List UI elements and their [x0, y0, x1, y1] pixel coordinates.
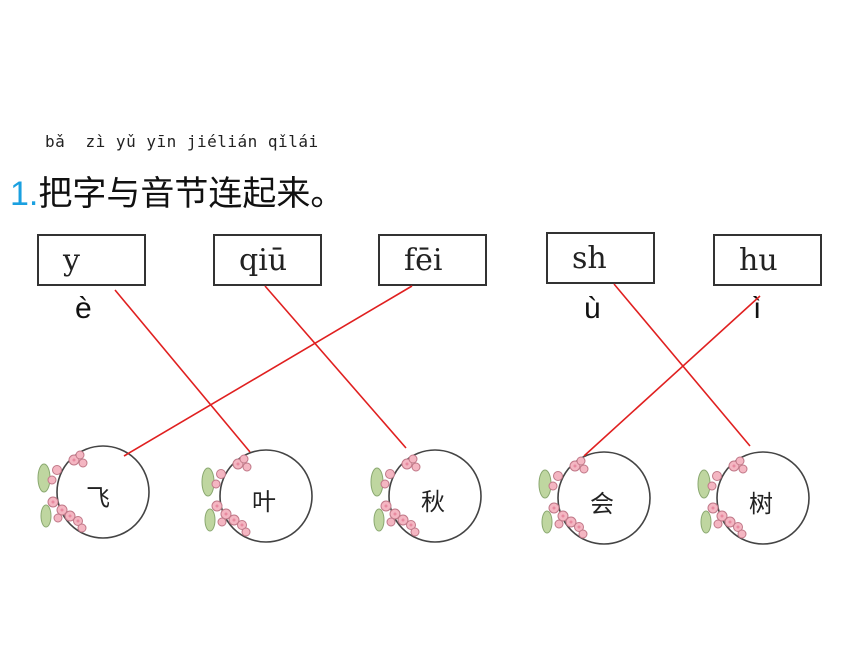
- syllable-initial: qiū: [239, 242, 288, 278]
- answer-line-ye-ye: [114, 289, 251, 453]
- character-5[interactable]: 树: [749, 490, 773, 518]
- answer-line-fei-fei: [123, 285, 413, 457]
- answer-line-hui-hui: [583, 295, 761, 457]
- syllable-final-5: ì: [753, 292, 762, 325]
- wreath-4: [538, 451, 651, 545]
- pinyin-annotation: bǎ zì yǔ yīn jiélián qǐlái: [45, 132, 319, 151]
- syllable-box-4[interactable]: sh: [546, 232, 655, 284]
- syllable-initial: y: [63, 242, 80, 278]
- character-3[interactable]: 秋: [421, 488, 445, 516]
- question-number: 1.: [10, 175, 39, 213]
- syllable-box-3[interactable]: fēi: [378, 234, 487, 286]
- question-text: 把字与音节连起来。: [38, 174, 345, 214]
- answer-line-shu-shu: [613, 283, 751, 447]
- wreath-2: [201, 449, 313, 543]
- answer-line-qiu-qiu: [264, 285, 407, 449]
- syllable-box-5[interactable]: hu: [713, 234, 822, 286]
- answer-lines: [114, 283, 761, 457]
- syllable-initial: hu: [739, 242, 778, 278]
- wreath-5: [697, 451, 810, 545]
- question-title: 1.把字与音节连起来。: [10, 166, 344, 215]
- syllable-box-1[interactable]: y: [37, 234, 146, 286]
- syllable-initial: fēi: [404, 242, 443, 278]
- syllable-initial: sh: [572, 240, 607, 276]
- wreath-1: [37, 445, 150, 539]
- character-2[interactable]: 叶: [252, 488, 276, 516]
- syllable-box-2[interactable]: qiū: [213, 234, 322, 286]
- syllable-final-1: è: [75, 292, 92, 325]
- syllable-final-4: ù: [584, 292, 601, 325]
- wreath-3: [370, 449, 482, 543]
- character-1[interactable]: 飞: [86, 484, 110, 512]
- character-4[interactable]: 会: [590, 490, 614, 518]
